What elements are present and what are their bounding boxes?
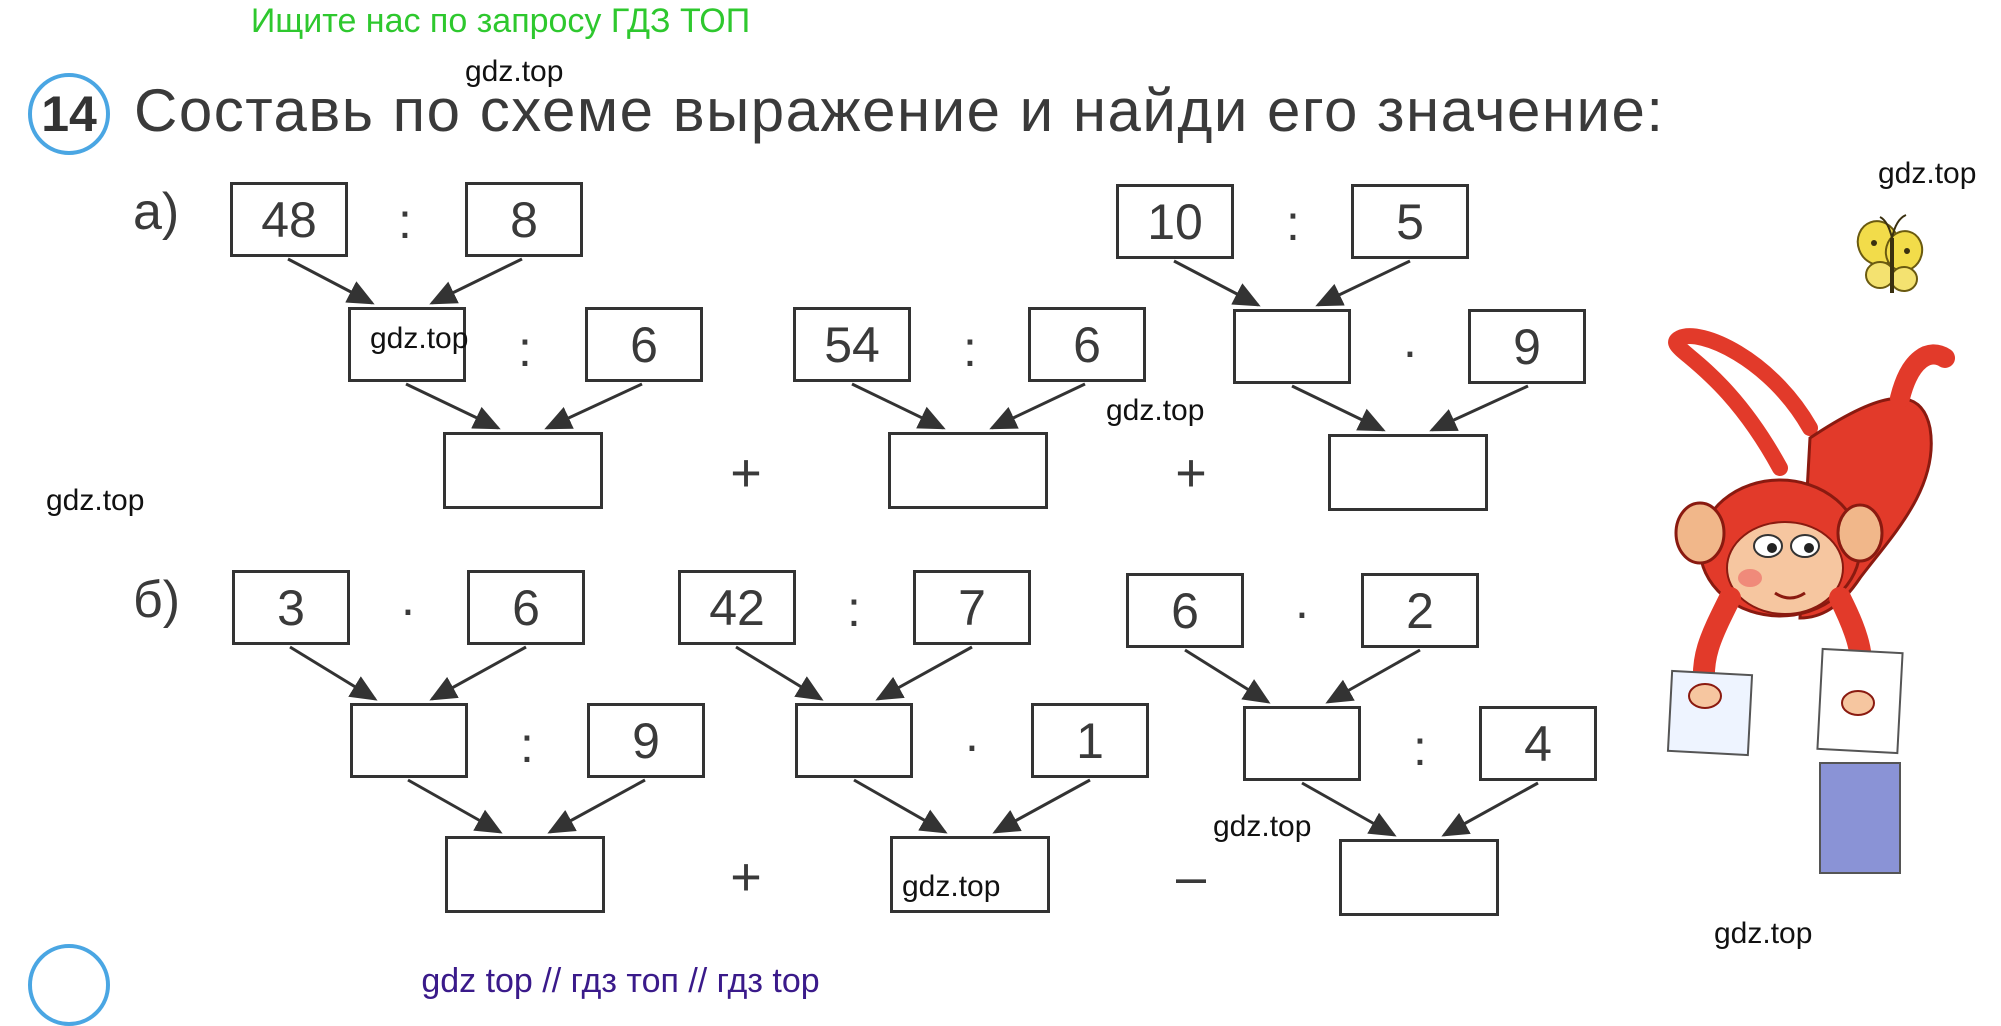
b-g2-operator-2: · (963, 717, 981, 773)
arrow (735, 645, 824, 701)
arrow (289, 645, 378, 701)
arrow (287, 257, 375, 305)
a-g1-result-box[interactable] (443, 432, 603, 509)
a-g3-operator-2: · (1401, 323, 1419, 379)
b-g3-input-3: 4 (1479, 706, 1597, 781)
arrow (1301, 781, 1397, 837)
arrow (851, 382, 946, 430)
arrow (992, 778, 1091, 834)
a-g3-intermediate-box[interactable] (1233, 309, 1351, 384)
b-minus: – (1175, 847, 1207, 907)
b-g2-input-2: 7 (913, 570, 1031, 645)
b-g2-input-3: 1 (1031, 703, 1149, 778)
b-g3-operator-1: · (1293, 584, 1311, 640)
b-g1-intermediate-box[interactable] (350, 703, 468, 778)
b-plus: + (730, 847, 762, 907)
watermark: gdz.top (370, 322, 469, 355)
b-g1-result-box[interactable] (445, 836, 605, 913)
watermark: gdz.top (1106, 394, 1205, 427)
part-b-label: б) (133, 571, 181, 629)
a-g3-input-2: 5 (1351, 184, 1469, 259)
a-g2-input-2: 6 (1028, 307, 1146, 382)
watermark: gdz.top (1213, 810, 1312, 843)
a-g3-input-3: 9 (1468, 309, 1586, 384)
b-g1-operator-2: : (520, 717, 534, 773)
a-g1-input-1: 48 (230, 182, 348, 257)
b-g3-input-2: 2 (1361, 573, 1479, 648)
a-g2-result-box[interactable] (888, 432, 1048, 509)
arrow (407, 778, 503, 834)
arrow (1291, 384, 1386, 432)
arrow (1429, 384, 1529, 432)
a-plus-2: + (1175, 443, 1207, 503)
top-banner: Ищите нас по запросу ГДЗ ТОП (250, 2, 751, 40)
arrow (989, 382, 1086, 430)
a-g2-input-1: 54 (793, 307, 911, 382)
b-g1-input-2: 6 (467, 570, 585, 645)
task-text: Составь по схеме выражение и найди его з… (134, 77, 1665, 144)
a-plus-1: + (730, 443, 762, 503)
b-g1-input-1: 3 (232, 570, 350, 645)
monkey-illustration (1666, 328, 1955, 874)
a-g3-operator-1: : (1286, 195, 1300, 251)
arrow (1325, 648, 1421, 704)
watermark: gdz.top (465, 55, 564, 88)
arrow (429, 645, 527, 701)
task-number-badge: 14 (28, 73, 110, 155)
a-g3-result-box[interactable] (1328, 434, 1488, 511)
arrow (1315, 259, 1411, 307)
butterfly-illustration (1856, 214, 1924, 293)
arrow (429, 257, 523, 305)
footer-banner: gdz top // гдз топ // гдз top (421, 962, 820, 1000)
arrow (544, 382, 643, 430)
a-g2-operator: : (963, 321, 977, 377)
arrow (1173, 259, 1261, 307)
b-g2-result-box[interactable] (890, 836, 1050, 913)
a-g1-operator-1: : (398, 193, 412, 249)
watermark: gdz.top (902, 870, 1001, 903)
b-g3-intermediate-box[interactable] (1243, 706, 1361, 781)
arrow (853, 778, 948, 834)
b-g2-operator-1: : (847, 581, 861, 637)
arrow (1184, 648, 1271, 704)
arrow (875, 645, 973, 701)
a-g3-input-1: 10 (1116, 184, 1234, 259)
arrow (1441, 781, 1539, 837)
b-g2-input-1: 42 (678, 570, 796, 645)
a-g1-operator-2: : (518, 321, 532, 377)
watermark: gdz.top (46, 484, 145, 517)
watermark: gdz.top (1878, 157, 1977, 190)
arrow (547, 778, 646, 834)
b-g3-operator-2: : (1413, 720, 1427, 776)
b-g3-result-box[interactable] (1339, 839, 1499, 916)
watermark: gdz.top (1714, 917, 1813, 950)
b-g1-input-3: 9 (587, 703, 705, 778)
b-g3-input-1: 6 (1126, 573, 1244, 648)
a-g1-input-2: 8 (465, 182, 583, 257)
b-g2-intermediate-box[interactable] (795, 703, 913, 778)
b-g1-operator-1: · (399, 581, 417, 637)
a-g1-intermediate-box[interactable] (348, 307, 466, 382)
a-g1-input-3: 6 (585, 307, 703, 382)
arrow (405, 382, 501, 430)
part-a-label: а) (133, 183, 180, 241)
